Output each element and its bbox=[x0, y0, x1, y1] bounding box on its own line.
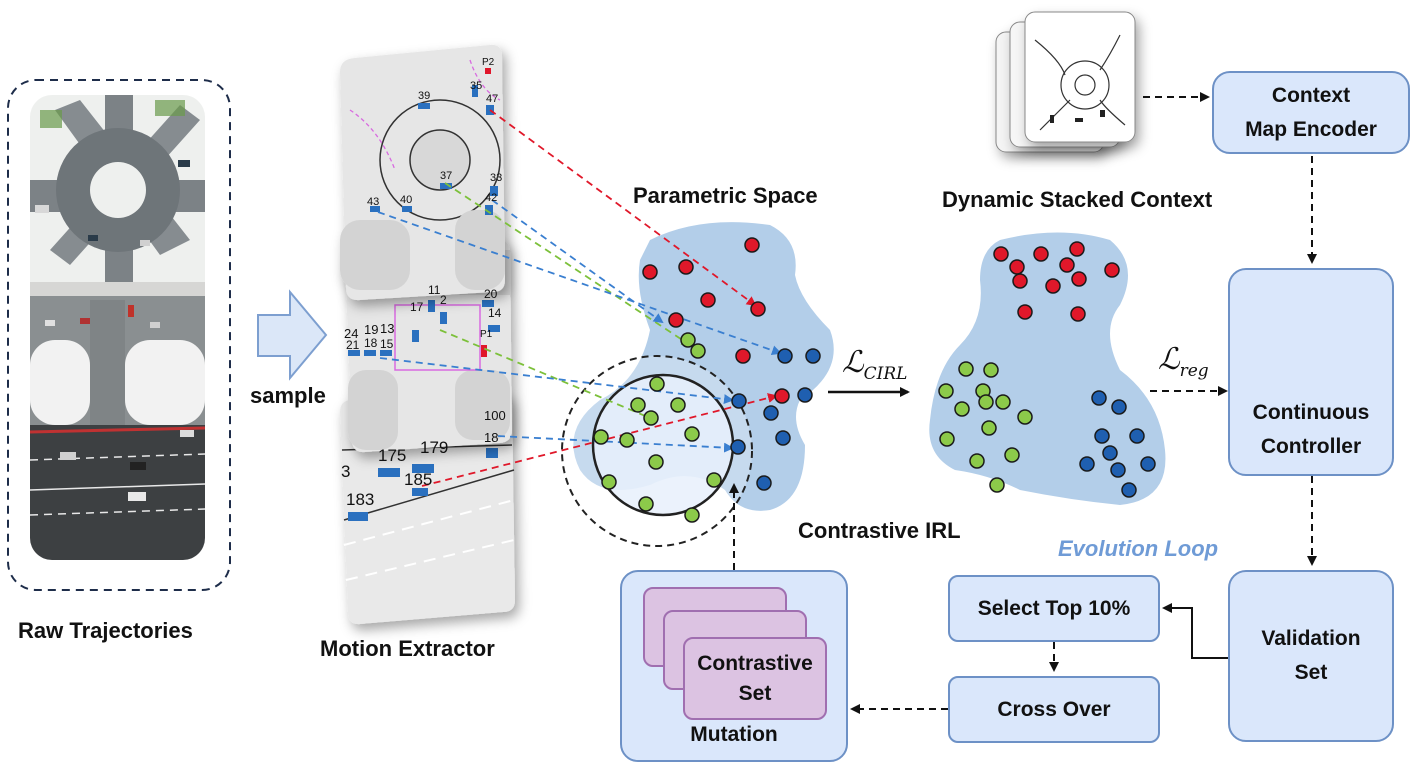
map-vehicle-id: 185 bbox=[404, 470, 433, 489]
loss-cirl-label: ℒCIRL bbox=[842, 345, 907, 384]
map-vehicle-id: P1 bbox=[480, 329, 493, 340]
map-vehicle-id: 183 bbox=[346, 490, 375, 509]
dynamic-stacked-context-stack bbox=[995, 11, 1136, 153]
contrastive-irl-label: Contrastive IRL bbox=[798, 518, 961, 543]
map-vehicle-id: 2 bbox=[440, 293, 447, 307]
contrastive-inner-circle bbox=[591, 373, 735, 517]
contrastive-set-line1: Contrastive bbox=[697, 651, 813, 675]
context-map-encoder-line1: Context bbox=[1271, 83, 1351, 107]
select-top-label: Select Top 10% bbox=[977, 596, 1131, 620]
raw-trajectories-frame bbox=[7, 79, 231, 591]
map-vehicle-id: 20 bbox=[484, 287, 498, 301]
intersection-aerial-image bbox=[30, 282, 205, 425]
continuous-controller-box: Continuous Controller bbox=[1228, 268, 1394, 476]
cross-over-box: Cross Over bbox=[948, 676, 1160, 743]
learned-points bbox=[938, 241, 1156, 498]
cross-over-label: Cross Over bbox=[997, 697, 1111, 721]
map-vehicle-id: 47 bbox=[486, 93, 499, 105]
map-vehicle-id: 3 bbox=[341, 462, 351, 481]
map-vehicle-id: 43 bbox=[367, 196, 380, 208]
continuous-controller-line2: Controller bbox=[1260, 435, 1362, 458]
loss-reg-subscript: reg bbox=[1179, 361, 1209, 381]
map-vehicle-id: 24 bbox=[344, 326, 359, 341]
map-vehicle-id: 13 bbox=[380, 321, 395, 336]
pipeline-arrows bbox=[729, 92, 1317, 714]
highway-aerial-image bbox=[30, 425, 205, 560]
contrastive-set-card-front: Contrastive Set bbox=[683, 637, 827, 720]
evolution-loop-label: Evolution Loop bbox=[1058, 536, 1219, 561]
continuous-controller-line1: Continuous bbox=[1252, 401, 1370, 424]
validation-set-box: Validation Set bbox=[1228, 570, 1394, 742]
loss-cirl-symbol: ℒ bbox=[842, 345, 864, 380]
select-top-box: Select Top 10% bbox=[948, 575, 1160, 642]
map-vehicle-id: 19 bbox=[364, 322, 379, 337]
map-vehicle-id: 33 bbox=[490, 172, 503, 184]
map-vehicle-id: 14 bbox=[488, 306, 502, 320]
parametric-space-label: Parametric Space bbox=[633, 183, 818, 208]
validation-set-line1: Validation bbox=[1261, 627, 1361, 650]
mutation-label: Mutation bbox=[690, 723, 778, 746]
contrastive-set-line2: Set bbox=[738, 681, 772, 705]
map-vehicle-id: 100 bbox=[484, 408, 506, 423]
sample-arrow bbox=[257, 289, 328, 381]
map-vehicle-id: 37 bbox=[440, 170, 453, 182]
map-vehicle-id: 18 bbox=[484, 430, 499, 445]
map-vehicle-id: 40 bbox=[400, 194, 413, 206]
map-vehicle-id: 18 bbox=[364, 336, 378, 350]
raw-trajectories-images bbox=[30, 95, 205, 560]
map-vehicle-id: 17 bbox=[410, 300, 424, 314]
loss-reg-symbol: ℒ bbox=[1158, 342, 1180, 377]
loss-reg-label: ℒreg bbox=[1158, 342, 1209, 381]
map-vehicle-id: 21 bbox=[346, 338, 360, 352]
context-map-encoder-line2: Map Encoder bbox=[1245, 117, 1377, 141]
sample-label: sample bbox=[250, 383, 326, 408]
dynamic-stacked-context-label: Dynamic Stacked Context bbox=[942, 187, 1213, 212]
roundabout-aerial-image bbox=[30, 95, 205, 290]
map-vehicle-id: 35 bbox=[470, 80, 483, 92]
map-vehicle-id: 15 bbox=[380, 337, 394, 351]
map-vehicle-id: 11 bbox=[428, 283, 441, 297]
raw-trajectories-label: Raw Trajectories bbox=[18, 618, 193, 643]
parametric-points bbox=[593, 237, 821, 523]
validation-set-line2: Set bbox=[1294, 661, 1328, 684]
motion-extractor-label: Motion Extractor bbox=[320, 636, 495, 661]
map-vehicle-id: P2 bbox=[482, 57, 495, 68]
loss-cirl-subscript: CIRL bbox=[863, 364, 908, 384]
validation-to-select-arrow bbox=[1162, 603, 1228, 659]
roundabout-map-tile bbox=[340, 44, 505, 301]
context-map-encoder-box: Context Map Encoder bbox=[1212, 71, 1410, 154]
map-vehicle-id: 39 bbox=[418, 90, 431, 102]
map-vehicle-id: 42 bbox=[485, 192, 498, 204]
motion-extractor-maps bbox=[340, 44, 515, 625]
map-vehicle-id: 179 bbox=[420, 438, 449, 457]
map-vehicle-id: 175 bbox=[378, 446, 407, 465]
